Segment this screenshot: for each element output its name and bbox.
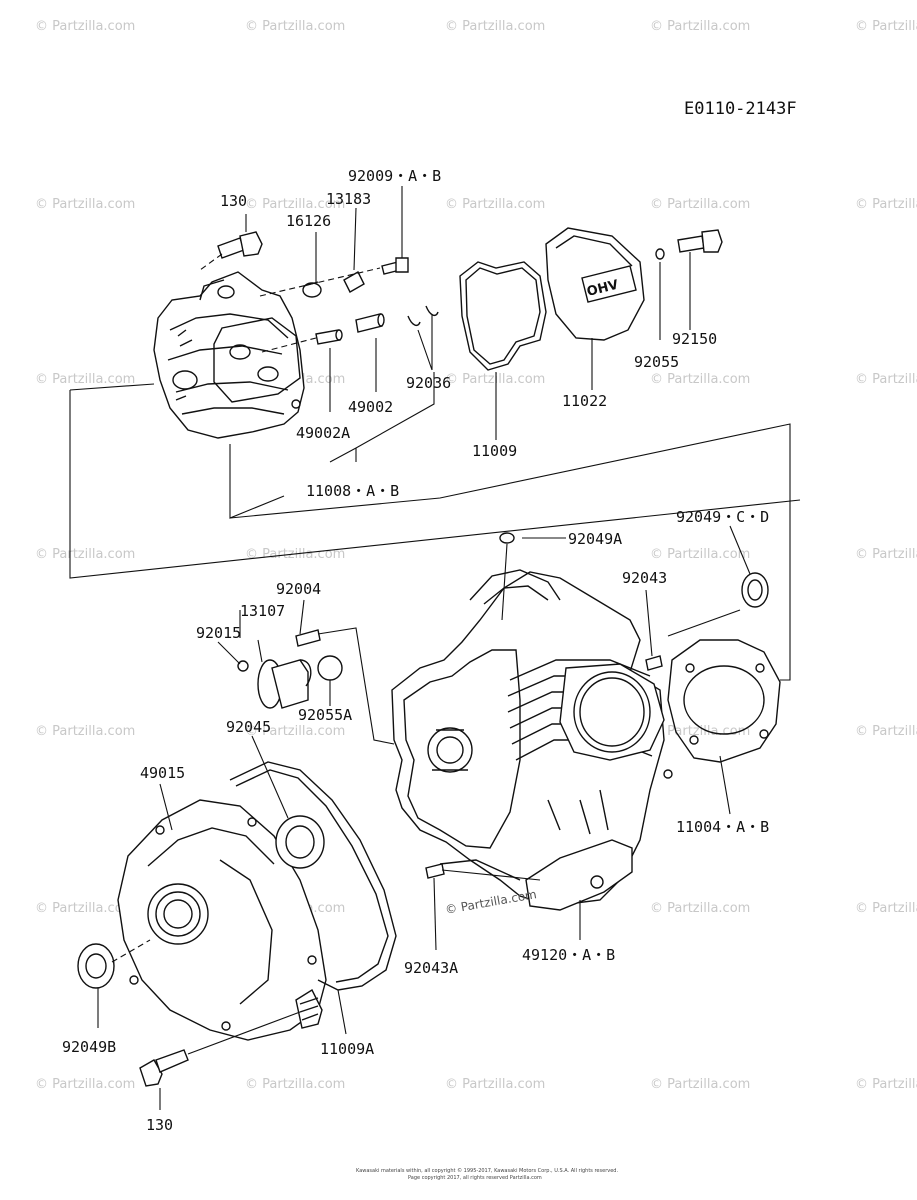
watermark: © Partzilla.com xyxy=(445,197,545,212)
watermark: © Partzilla.com xyxy=(245,197,345,212)
callout-49015: 49015 xyxy=(140,764,185,782)
callout-130-top: 130 xyxy=(220,192,247,210)
watermark: © Partzilla.com xyxy=(650,372,750,387)
watermark: © Partzilla.com xyxy=(445,19,545,34)
part-92055 xyxy=(655,248,665,260)
footer-copyright: Kawasaki materials within, all copyright… xyxy=(356,1167,618,1174)
part-13107 xyxy=(257,659,312,709)
callout-11022: 11022 xyxy=(562,392,607,410)
center-watermark: © Partzilla.com xyxy=(444,887,538,917)
part-92049B-seal xyxy=(77,943,115,989)
leader xyxy=(187,1011,301,1055)
leader-lines xyxy=(69,186,801,1110)
callout-92049A: 92049A xyxy=(568,530,622,548)
watermark: © Partzilla.com xyxy=(35,372,135,387)
leader xyxy=(501,543,508,621)
watermark: © Partzilla.com xyxy=(445,372,545,387)
part-92015 xyxy=(237,660,249,672)
watermark: © Partzilla.com xyxy=(650,1077,750,1092)
callout-11009: 11009 xyxy=(472,442,517,460)
seal-axis xyxy=(111,939,151,963)
callout-labels: 130 92009・A・B 13183 16126 92036 49002 49… xyxy=(62,167,769,1134)
part-11009A-gasket xyxy=(229,761,397,991)
watermark: © Partzilla.com xyxy=(35,724,135,739)
watermark: © Partzilla.com xyxy=(245,1077,345,1092)
part-11022-valve-cover: OHV xyxy=(545,227,645,341)
part-49002 xyxy=(355,313,385,333)
watermark: © Partzilla.com xyxy=(855,372,917,387)
cylinder-head-drawing xyxy=(153,271,305,439)
callout-92045: 92045 xyxy=(226,718,271,736)
part-92043 xyxy=(645,655,663,671)
part-49015-cover xyxy=(117,799,327,1041)
part-49002A xyxy=(315,329,343,345)
callout-92049B: 92049B xyxy=(62,1038,116,1056)
watermark: © Partzilla.com xyxy=(245,547,345,562)
bolt-130-top xyxy=(217,231,263,259)
part-92150 xyxy=(677,229,723,253)
watermark: © Partzilla.com xyxy=(35,1077,135,1092)
part-92036 xyxy=(407,305,439,327)
watermark: © Partzilla.com xyxy=(650,901,750,916)
part-92055A xyxy=(317,655,343,681)
callout-92055: 92055 xyxy=(634,353,679,371)
watermark: © Partzilla.com xyxy=(245,19,345,34)
callout-92036: 92036 xyxy=(406,374,451,392)
watermark: © Partzilla.com xyxy=(35,547,135,562)
footer-page-copyright: Page copyright 2017, all rights reserved… xyxy=(408,1175,542,1181)
callout-92015: 92015 xyxy=(196,624,241,642)
watermark: © Partzilla.com xyxy=(855,547,917,562)
part-92009 xyxy=(381,257,409,275)
watermark: © Partzilla.com xyxy=(855,1077,917,1092)
bolt-130-bottom xyxy=(139,1049,189,1087)
part-92049A xyxy=(499,532,515,544)
part-11004-gasket xyxy=(667,639,781,763)
part-92049-seal xyxy=(741,572,769,608)
callout-49002: 49002 xyxy=(348,398,393,416)
watermark: © Partzilla.com xyxy=(245,724,345,739)
callout-13107: 13107 xyxy=(240,602,285,620)
callout-16126: 16126 xyxy=(286,212,331,230)
diagram-code: E0110-2143F xyxy=(684,99,797,119)
callout-49002A: 49002A xyxy=(296,424,350,442)
callout-11004: 11004・A・B xyxy=(676,818,769,836)
watermark: © Partzilla.com xyxy=(35,197,135,212)
callout-11009A: 11009A xyxy=(320,1040,374,1058)
callout-49120: 49120・A・B xyxy=(522,946,615,964)
watermark: © Partzilla.com xyxy=(650,197,750,212)
watermark: © Partzilla.com xyxy=(855,19,917,34)
watermark: © Partzilla.com xyxy=(855,724,917,739)
part-13183 xyxy=(343,271,365,293)
callout-92150: 92150 xyxy=(672,330,717,348)
watermark: © Partzilla.com xyxy=(35,901,135,916)
part-92043A xyxy=(425,863,445,879)
watermark-group: © Partzilla.com © Partzilla.com © Partzi… xyxy=(35,19,917,1092)
callout-92004: 92004 xyxy=(276,580,321,598)
bolt-130-axis xyxy=(199,253,223,271)
watermark: © Partzilla.com xyxy=(855,197,917,212)
leader xyxy=(317,627,395,745)
watermark: © Partzilla.com xyxy=(855,901,917,916)
callout-130-bottom: 130 xyxy=(146,1116,173,1134)
callout-92055A: 92055A xyxy=(298,706,352,724)
part-92004 xyxy=(295,629,321,647)
callout-92049CD: 92049・C・D xyxy=(676,508,769,526)
callout-11008: 11008・A・B xyxy=(306,482,399,500)
callout-92043A: 92043A xyxy=(404,959,458,977)
callout-92043: 92043 xyxy=(622,569,667,587)
watermark: © Partzilla.com xyxy=(650,19,750,34)
watermark: © Partzilla.com xyxy=(650,724,750,739)
head-axis xyxy=(259,267,381,297)
callout-92009: 92009・A・B xyxy=(348,167,441,185)
callout-13183: 13183 xyxy=(326,190,371,208)
part-11009-gasket xyxy=(459,261,547,371)
watermark: © Partzilla.com xyxy=(445,1077,545,1092)
crankcase-drawing xyxy=(391,569,673,911)
watermark: © Partzilla.com xyxy=(35,19,135,34)
watermark: © Partzilla.com xyxy=(650,547,750,562)
